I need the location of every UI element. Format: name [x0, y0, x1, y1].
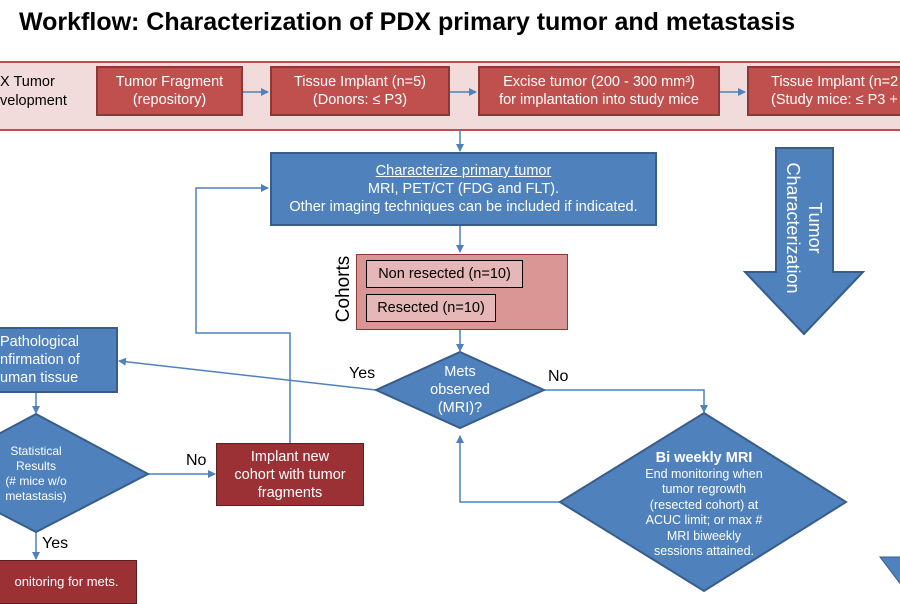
tumor-characterization-arrow	[742, 147, 866, 336]
biweekly-text: Bi weekly MRI End monitoring when tumor …	[626, 440, 782, 568]
statistical-line3: (# mice w/o	[5, 474, 67, 488]
arrow-implant-characterize	[195, 184, 291, 443]
no-label: No	[548, 368, 569, 385]
step-line1: Tissue Implant (n=5)	[293, 74, 427, 90]
pathological-line2: nfirmation of	[0, 352, 80, 368]
statistical-line4: metastasis)	[5, 489, 67, 503]
step-line1: Excise tumor (200 - 300 mm³)	[503, 74, 695, 90]
step-line2: (Study mice: ≤ P3 +	[771, 92, 898, 108]
implant-line2: cohort with tumor	[234, 466, 346, 483]
step-tumor-fragment: Tumor Fragment (repository)	[96, 66, 243, 116]
biweekly-heading: Bi weekly MRI	[655, 449, 753, 466]
biweekly-line5: MRI biweekly	[666, 528, 742, 543]
tumor-characterization-line1: Tumor	[805, 202, 825, 254]
pathological-line1: Pathological	[0, 334, 79, 350]
characterize-line1: MRI, PET/CT (FDG and FLT).	[367, 181, 560, 197]
stat-yes-label: Yes	[42, 535, 69, 552]
tumor-characterization-line2: Characterization	[783, 162, 803, 294]
pathological-line3: uman tissue	[0, 370, 79, 386]
statistical-diamond	[0, 412, 151, 534]
arrow-decision-pathological	[118, 357, 377, 391]
step-line2: (repository)	[132, 92, 207, 108]
biweekly-diamond	[558, 411, 848, 593]
step-tissue-implant-study: Tissue Implant (n=2 (Study mice: ≤ P3 +	[747, 66, 900, 116]
step-tissue-implant-donors: Tissue Implant (n=5) (Donors: ≤ P3)	[270, 66, 450, 116]
mets-decision-text: Mets observed (MRI)?	[405, 361, 515, 419]
tumor-characterization-label: Tumor Characterization	[782, 162, 826, 293]
characterize-heading: Characterize primary tumor	[375, 163, 552, 179]
stat-no-label: No	[186, 452, 207, 469]
cohorts-label: Cohorts	[333, 255, 354, 323]
arrow-decision-biweekly	[544, 389, 708, 413]
step-line1: Tumor Fragment	[115, 74, 224, 90]
band-label: X Tumor velopment	[0, 73, 67, 111]
page-title: Workflow: Characterization of PDX primar…	[19, 8, 796, 36]
pathological-confirmation: Pathological nfirmation of uman tissue	[0, 327, 118, 393]
mets-line3: (MRI)?	[437, 400, 483, 416]
step-line2: for implantation into study mice	[499, 92, 699, 108]
corner-arrow-fragment	[878, 556, 900, 585]
mets-line1: Mets	[444, 364, 476, 380]
biweekly-line6: sessions attained.	[653, 544, 755, 558]
cohort-resected: Resected (n=10)	[366, 294, 496, 322]
yes-label: Yes	[349, 365, 376, 382]
implant-line1: Implant new	[250, 448, 330, 465]
monitoring-for-mets: onitoring for mets.	[0, 560, 137, 604]
statistical-text: Statistical Results (# mice w/o metastas…	[0, 440, 76, 508]
biweekly-line2: tumor regrowth	[661, 482, 747, 496]
biweekly-line3: (resected cohort) at	[649, 497, 759, 512]
statistical-line1: Statistical	[10, 444, 62, 458]
implant-new-cohort: Implant new cohort with tumor fragments	[216, 443, 364, 506]
band-label-line2: velopment	[0, 93, 67, 109]
characterize-primary-tumor: Characterize primary tumor MRI, PET/CT (…	[270, 152, 657, 226]
mets-line2: observed	[430, 382, 490, 398]
step-excise-tumor: Excise tumor (200 - 300 mm³) for implant…	[478, 66, 720, 116]
band-label-line1: X Tumor	[0, 74, 55, 90]
step-line2: (Donors: ≤ P3)	[312, 92, 408, 108]
statistical-line2: Results	[15, 459, 56, 473]
mets-decision-diamond	[373, 350, 547, 430]
step-line1: Tissue Implant (n=2	[771, 74, 899, 90]
cohort-non-resected: Non resected (n=10)	[366, 260, 523, 288]
implant-line3: fragments	[257, 484, 323, 501]
biweekly-line1: End monitoring when	[645, 466, 763, 481]
biweekly-line4: ACUC limit; or max #	[645, 513, 763, 527]
characterize-line2: Other imaging techniques can be included…	[289, 199, 638, 215]
